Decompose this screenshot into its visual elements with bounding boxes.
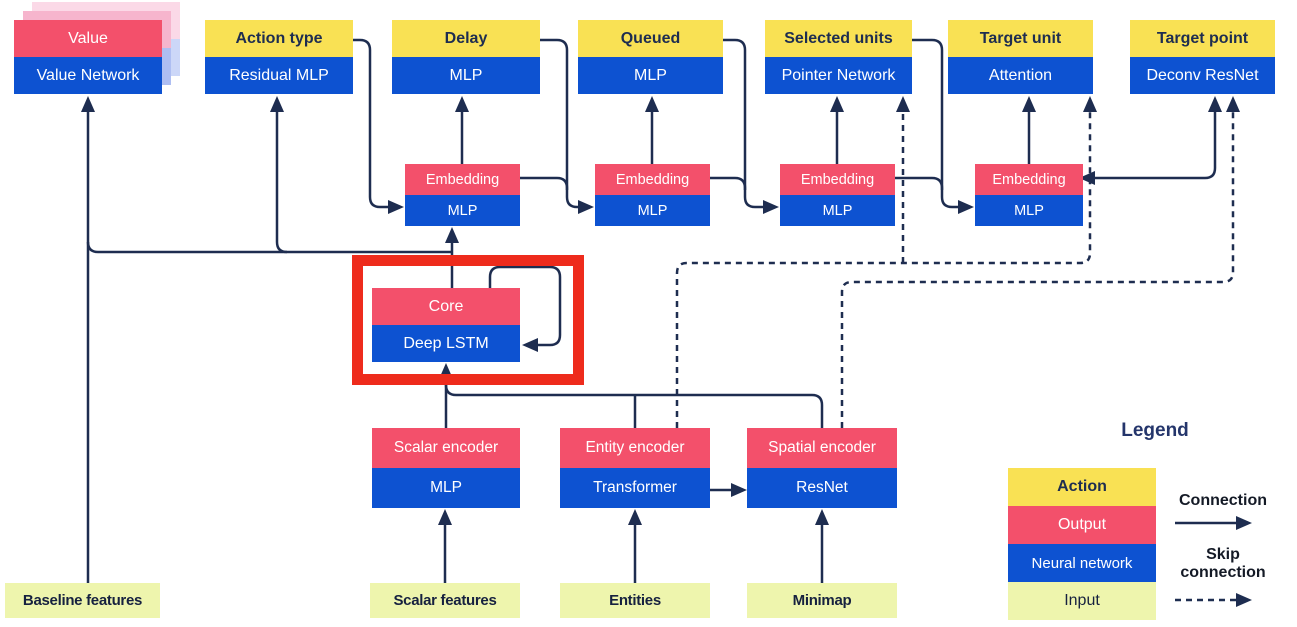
node-queued: Queued MLP — [578, 20, 723, 94]
solid-connections — [81, 38, 1252, 583]
legend-connection-label: Connection — [1179, 492, 1267, 509]
legend-input-label: Input — [1008, 582, 1156, 620]
node-core: Core Deep LSTM — [372, 288, 520, 362]
node-target-point: Target point Deconv ResNet — [1130, 20, 1275, 94]
embedding-3-label: Embedding — [780, 164, 895, 195]
input-scalar-features: Scalar features — [370, 583, 520, 618]
node-scalar-encoder: Scalar encoder MLP — [372, 428, 520, 508]
embedding-4-label: Embedding — [975, 164, 1083, 195]
entity-encoder-network-label: Transformer — [560, 468, 710, 508]
target-unit-network-label: Attention — [948, 57, 1093, 94]
embedding-3-network-label: MLP — [780, 195, 895, 226]
node-spatial-encoder: Spatial encoder ResNet — [747, 428, 897, 508]
skip-connections — [675, 96, 1252, 607]
embedding-1-network-label: MLP — [405, 195, 520, 226]
core-network-label: Deep LSTM — [372, 325, 520, 362]
embedding-4-network-label: MLP — [975, 195, 1083, 226]
legend-swatches: Action Output Neural network Input — [1008, 468, 1156, 620]
node-entity-encoder: Entity encoder Transformer — [560, 428, 710, 508]
node-embedding-3: Embedding MLP — [780, 164, 895, 226]
scalar-encoder-label: Scalar encoder — [372, 428, 520, 468]
embedding-2-network-label: MLP — [595, 195, 710, 226]
selected-units-network-label: Pointer Network — [765, 57, 912, 94]
target-unit-label: Target unit — [948, 20, 1093, 57]
target-point-label: Target point — [1130, 20, 1275, 57]
node-action-type: Action type Residual MLP — [205, 20, 353, 94]
spatial-encoder-network-label: ResNet — [747, 468, 897, 508]
embedding-1-label: Embedding — [405, 164, 520, 195]
delay-network-label: MLP — [392, 57, 540, 94]
node-embedding-2: Embedding MLP — [595, 164, 710, 226]
legend-skip-connection-label: Skip connection — [1180, 546, 1266, 581]
legend-output-label: Output — [1008, 506, 1156, 544]
queued-label: Queued — [578, 20, 723, 57]
selected-units-label: Selected units — [765, 20, 912, 57]
core-label: Core — [372, 288, 520, 325]
scalar-encoder-network-label: MLP — [372, 468, 520, 508]
node-delay: Delay MLP — [392, 20, 540, 94]
node-value: Value Value Network — [14, 20, 162, 94]
node-embedding-1: Embedding MLP — [405, 164, 520, 226]
embedding-2-label: Embedding — [595, 164, 710, 195]
node-selected-units: Selected units Pointer Network — [765, 20, 912, 94]
input-entities: Entities — [560, 583, 710, 618]
delay-label: Delay — [392, 20, 540, 57]
action-type-network-label: Residual MLP — [205, 57, 353, 94]
legend-title: Legend — [1121, 420, 1189, 441]
legend-action-label: Action — [1008, 468, 1156, 506]
action-type-label: Action type — [205, 20, 353, 57]
target-point-network-label: Deconv ResNet — [1130, 57, 1275, 94]
spatial-encoder-label: Spatial encoder — [747, 428, 897, 468]
input-minimap: Minimap — [747, 583, 897, 618]
input-baseline-features: Baseline features — [5, 583, 160, 618]
queued-network-label: MLP — [578, 57, 723, 94]
node-embedding-4: Embedding MLP — [975, 164, 1083, 226]
legend-neural-network-label: Neural network — [1008, 544, 1156, 582]
highlight-box — [352, 255, 584, 385]
node-target-unit: Target unit Attention — [948, 20, 1093, 94]
value-network-label: Value Network — [14, 57, 162, 94]
value-output-label: Value — [14, 20, 162, 57]
entity-encoder-label: Entity encoder — [560, 428, 710, 468]
